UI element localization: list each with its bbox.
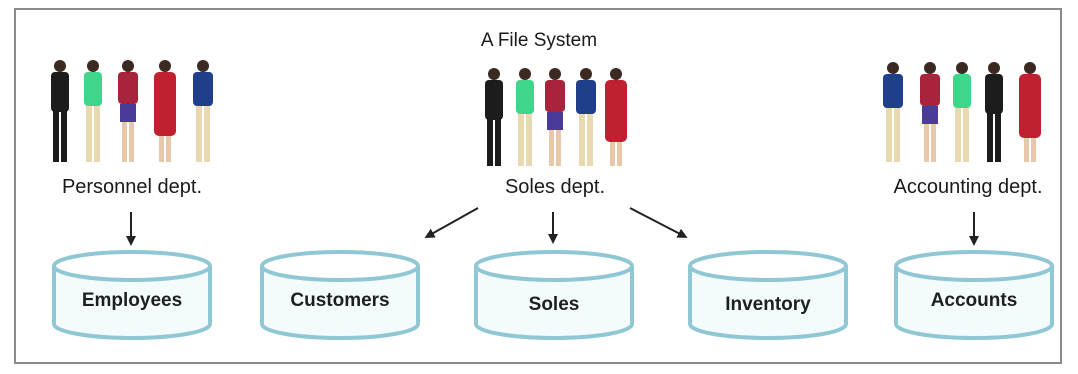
sales-database-icon	[474, 250, 634, 340]
sales-staff-group	[485, 68, 627, 166]
employees-database-icon	[52, 250, 212, 340]
dept-label-personnel: Personnel dept.	[61, 176, 203, 198]
db-label-employees: Employees	[81, 290, 183, 311]
diagram-title: A File System	[480, 30, 598, 51]
accounting-staff-group	[883, 62, 1041, 162]
arrow-sales-to-inventory	[629, 207, 688, 238]
accounts-database-icon	[894, 250, 1054, 340]
inventory-database-icon	[688, 250, 848, 340]
db-label-inventory: Inventory	[725, 294, 811, 315]
db-label-sales: Soles	[528, 294, 580, 315]
db-label-customers: Customers	[290, 290, 390, 311]
arrow-sales-to-customers	[424, 207, 479, 238]
dept-label-accounting: Accounting dept.	[893, 176, 1043, 198]
dept-label-sales: Soles dept.	[504, 176, 606, 198]
db-label-accounts: Accounts	[930, 290, 1018, 311]
personnel-staff-group	[51, 60, 213, 162]
customers-database-icon	[260, 250, 420, 340]
